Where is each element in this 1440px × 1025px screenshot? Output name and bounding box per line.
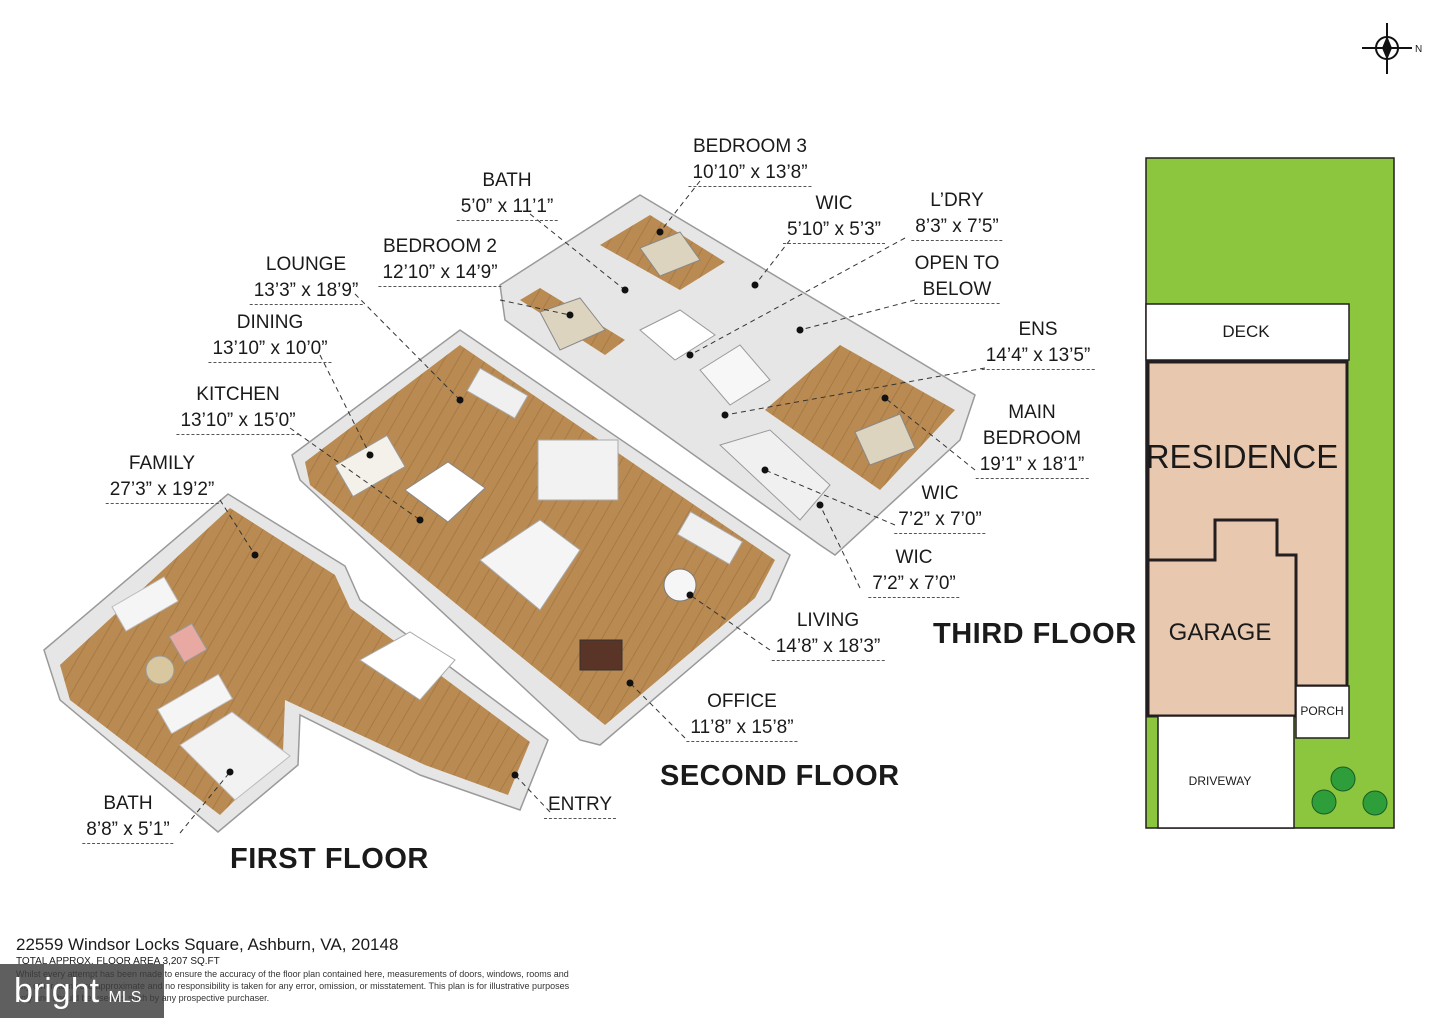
room-markers	[226, 228, 889, 779]
compass-north-label: N	[1415, 44, 1423, 55]
label-office: OFFICE 11’8” x 15’8”	[686, 689, 798, 742]
room-name: BATH	[482, 170, 532, 191]
label-open-to-below: OPEN TO BELOW	[914, 251, 1000, 304]
room-name: WIC	[921, 483, 959, 504]
third-floor-title: THIRD FLOOR	[933, 618, 1137, 650]
room-name: L’DRY	[930, 190, 984, 211]
label-dining: DINING 13’10” x 10’0”	[208, 310, 332, 363]
site-deck-label: DECK	[1222, 322, 1270, 341]
room-name: BEDROOM 2	[382, 236, 498, 257]
room-name: BEDROOM 3	[692, 136, 808, 157]
second-floor-title: SECOND FLOOR	[660, 760, 900, 792]
room-dim: 12’10” x 14’9”	[378, 260, 502, 287]
room-dim: 5’10” x 5’3”	[783, 217, 885, 244]
label-family: FAMILY 27’3” x 19’2”	[105, 451, 219, 504]
room-name: OFFICE	[707, 691, 777, 712]
room-dim: 10’10” x 13’8”	[688, 160, 812, 187]
label-bedroom-3: BEDROOM 3 10’10” x 13’8”	[688, 134, 812, 187]
room-name: KITCHEN	[196, 384, 280, 405]
label-living: LIVING 14’8” x 18’3”	[771, 608, 885, 661]
site-plan	[1145, 157, 1395, 829]
room-name: LIVING	[796, 610, 860, 631]
first-floor-plan	[43, 493, 549, 833]
room-dim: 13’3” x 18’9”	[249, 278, 363, 305]
room-name: ENTRY	[543, 792, 617, 819]
room-name: OPEN TO	[914, 253, 1000, 274]
room-dim: 7’2” x 7’0”	[868, 571, 960, 598]
label-ens: ENS 14’4” x 13’5”	[981, 317, 1095, 370]
site-residence-label: RESIDENCE	[1145, 438, 1339, 475]
room-name: BATH	[103, 793, 153, 814]
room-name: WIC	[815, 193, 853, 214]
room-dim: 13’10” x 15’0”	[176, 408, 300, 435]
room-dim: 14’8” x 18’3”	[771, 634, 885, 661]
room-name: DINING	[236, 312, 304, 333]
footer-address: 22559 Windsor Locks Square, Ashburn, VA,…	[16, 935, 399, 954]
room-dim: 11’8” x 15’8”	[686, 715, 798, 742]
label-bath-upper: BATH 5’0” x 11’1”	[456, 168, 558, 221]
second-floor-plan	[291, 329, 791, 746]
room-name: WIC	[895, 547, 933, 568]
site-porch-label: PORCH	[1300, 704, 1344, 718]
third-floor-plan	[499, 194, 976, 556]
room-dim: 27’3” x 19’2”	[105, 477, 219, 504]
label-bedroom-2: BEDROOM 2 12’10” x 14’9”	[378, 234, 502, 287]
label-wic-small: WIC 5’10” x 5’3”	[783, 191, 885, 244]
site-garage-label: GARAGE	[1168, 619, 1272, 646]
label-wic-b: WIC 7’2” x 7’0”	[868, 545, 960, 598]
room-dim: BELOW	[914, 277, 1000, 304]
room-dim: 7’2” x 7’0”	[894, 507, 986, 534]
room-name: ENS	[1018, 319, 1058, 340]
first-floor-title: FIRST FLOOR	[230, 843, 429, 875]
label-main-bedroom: MAIN BEDROOM 19’1” x 18’1”	[975, 400, 1089, 479]
bright-mls-watermark: bright MLS	[0, 964, 164, 1018]
room-dim: 13’10” x 10’0”	[208, 336, 332, 363]
label-wic-a: WIC 7’2” x 7’0”	[894, 481, 986, 534]
label-entry: ENTRY	[543, 792, 617, 819]
room-dim: 14’4” x 13’5”	[981, 343, 1095, 370]
label-lounge: LOUNGE 13’3” x 18’9”	[249, 252, 363, 305]
room-name: FAMILY	[128, 453, 196, 474]
room-dim: 8’3” x 7’5”	[911, 214, 1003, 241]
watermark-suffix: MLS	[108, 989, 142, 1006]
compass-icon	[1362, 23, 1412, 74]
label-kitchen: KITCHEN 13’10” x 15’0”	[176, 382, 300, 435]
leader-lines	[179, 180, 986, 834]
site-driveway-label: DRIVEWAY	[1188, 774, 1252, 788]
room-dim: 5’0” x 11’1”	[456, 194, 558, 221]
room-name-2: BEDROOM	[982, 428, 1082, 449]
footer-area: TOTAL APPROX. FLOOR AREA 3,207 SQ.FT	[16, 956, 220, 967]
label-laundry: L’DRY 8’3” x 7’5”	[911, 188, 1003, 241]
room-name: MAIN	[1008, 402, 1056, 423]
tree-icon	[1311, 766, 1388, 816]
watermark-brand: bright	[14, 972, 100, 1010]
room-dim: 8’8” x 5’1”	[82, 817, 174, 844]
label-bath-first: BATH 8’8” x 5’1”	[82, 791, 174, 844]
room-name: LOUNGE	[265, 254, 347, 275]
room-dim: 19’1” x 18’1”	[975, 452, 1089, 479]
